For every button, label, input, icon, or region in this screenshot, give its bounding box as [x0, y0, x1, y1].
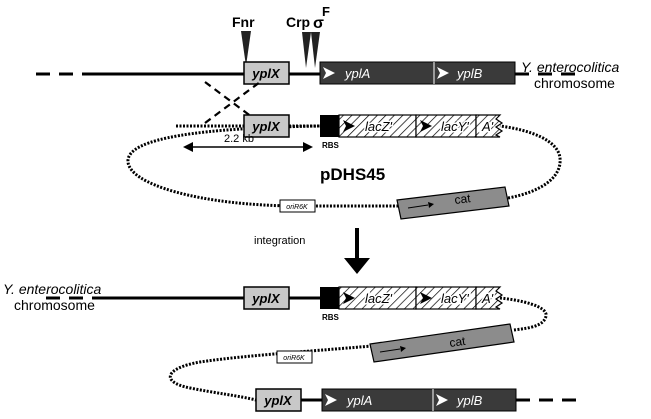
yplA-label-final: yplA: [346, 393, 372, 408]
sigma-superscript: F: [322, 4, 330, 19]
lacY-arrow-icon-bottom: [420, 292, 432, 304]
yplX-label-top: yplX: [251, 66, 281, 81]
fnr-label: Fnr: [232, 14, 255, 30]
yplA-arrow-icon: [323, 67, 335, 79]
yplA-gene-final: [321, 388, 434, 412]
cat-arrow-top: [407, 204, 429, 209]
A-gene-bottom: [475, 286, 504, 310]
rbs-label-bottom: RBS: [322, 313, 340, 322]
lacZ-arrow-icon-bottom: [343, 292, 355, 304]
A-label-top: A': [481, 119, 494, 134]
chromosome-label-bottom: chromosome: [14, 297, 95, 313]
cat-arrow-icon-top: [428, 202, 434, 208]
species-label-top: Y. enterocolitica: [521, 59, 620, 75]
rbs-label-top: RBS: [322, 141, 340, 150]
yplB-label-top: yplB: [456, 66, 483, 81]
crp-marker-icon: [302, 32, 311, 68]
yplX-label-plasmid: yplX: [251, 119, 281, 134]
oriR6K-box-bottom: [276, 350, 313, 364]
oriR6K-label-top: oriR6K: [286, 204, 308, 211]
cat-label-top: cat: [454, 191, 472, 207]
yplB-arrow-icon: [437, 67, 449, 79]
top-chromosome: Fnr Crp σ F yplX yplA yplB Y. enterocoli…: [36, 4, 620, 91]
lacZ-label-bottom: lacZ': [365, 291, 393, 306]
A-gene-top: [475, 114, 504, 138]
yplB-arrow-icon-final: [436, 394, 448, 406]
plasmid-backbone: [126, 124, 562, 208]
down-arrow-icon: [344, 258, 370, 274]
yplX-gene-bottom: [243, 286, 290, 310]
oriR6K-label-bottom: oriR6K: [283, 355, 305, 362]
lacY-label-top: lacY': [441, 119, 469, 134]
species-label-bottom: Y. enterocolitica: [3, 281, 102, 297]
yplX-gene: [243, 61, 290, 85]
cat-label-bottom: cat: [448, 334, 466, 350]
yplX-gene-plasmid: [243, 114, 290, 138]
cat-arrow-bottom: [379, 348, 401, 353]
plasmid-pdhs45: yplX RBS lacZ' lacY' A' 2.2 kb pDHS45 or…: [126, 114, 562, 220]
plasmid-name: pDHS45: [320, 165, 385, 184]
crp-label: Crp: [286, 14, 310, 30]
yplA-arrow-icon-final: [325, 394, 337, 406]
sigma-label: σ: [313, 15, 324, 32]
yplA-label-top: yplA: [344, 66, 370, 81]
fnr-marker-icon: [241, 31, 251, 66]
integration-label: integration: [254, 235, 305, 247]
lacZ-label-top: lacZ': [365, 119, 393, 134]
sigma-marker-icon: [311, 32, 320, 68]
rbs-block-top: [320, 115, 339, 137]
yplA-gene: [319, 61, 435, 85]
oriR6K-box-top: [279, 199, 316, 213]
distance-arrow-right-icon: [303, 142, 313, 152]
integration-arrow: integration: [254, 228, 370, 274]
lacZ-arrow-icon-top: [343, 120, 355, 132]
A-label-bottom: A': [481, 291, 494, 306]
cat-gene-bottom: [369, 323, 515, 363]
distance-arrow-left-icon: [183, 142, 193, 152]
integrated-backbone: [168, 296, 548, 402]
lacY-label-bottom: lacY': [441, 291, 469, 306]
bottom-chromosome: Y. enterocolitica chromosome yplX RBS la…: [3, 281, 580, 412]
rbs-block-bottom: [320, 287, 339, 309]
cat-arrow-icon-bottom: [400, 346, 406, 352]
chromosome-label-top: chromosome: [534, 75, 615, 91]
yplX-label-final: yplX: [263, 393, 293, 408]
lacY-arrow-icon-top: [420, 120, 432, 132]
yplX-label-bottom: yplX: [251, 291, 281, 306]
yplB-label-final: yplB: [456, 393, 483, 408]
distance-label: 2.2 kb: [224, 133, 254, 145]
cat-gene-top: [396, 186, 510, 220]
